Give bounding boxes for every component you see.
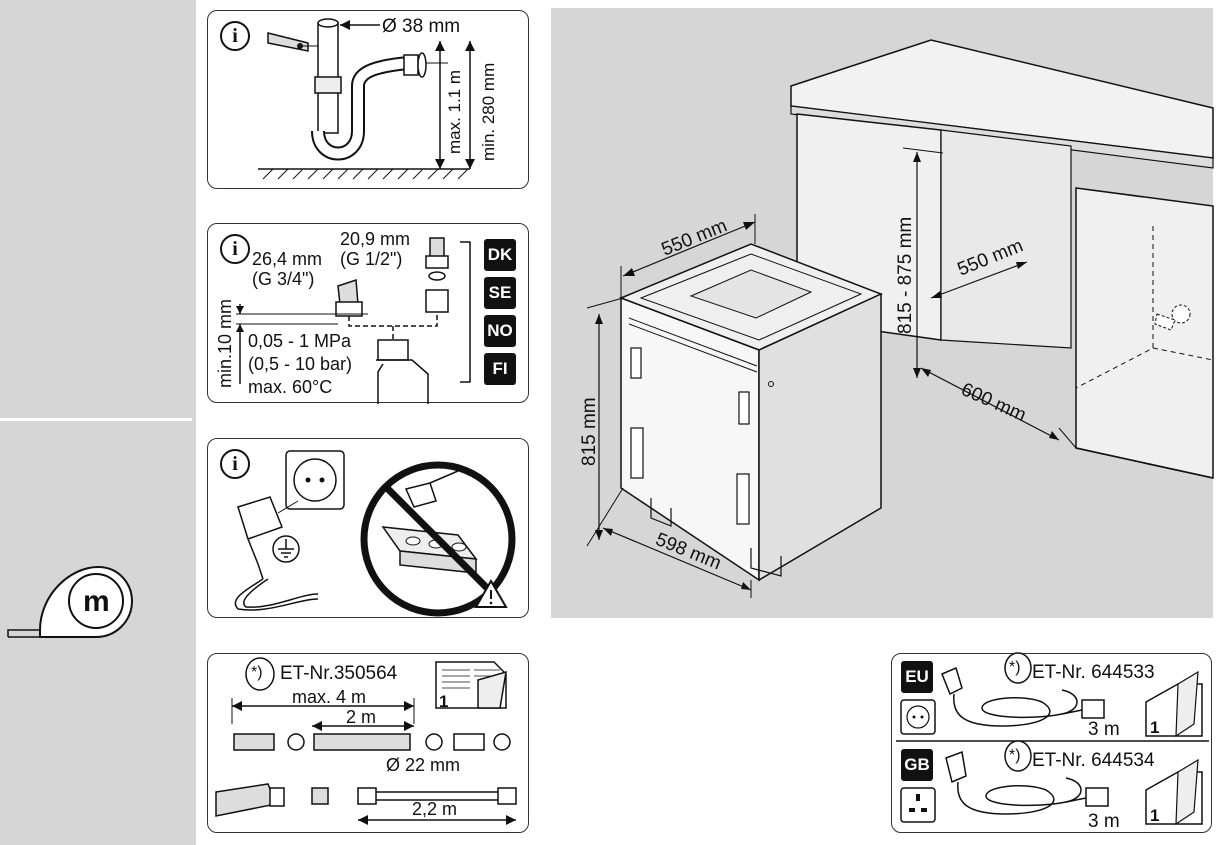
electrical-drawing bbox=[234, 450, 516, 617]
info-icon: i bbox=[220, 234, 250, 264]
power-cable-panel: EU GB *) ET-Nr. 644533 3 m 1 *) ET-Nr. 6… bbox=[891, 652, 1212, 833]
sidebar bbox=[0, 0, 196, 845]
water-connection-panel: i 20,9 mm (G 1/2") 26,4 mm (G 3/4") min.… bbox=[207, 223, 529, 404]
siphon-min-height-label: min. 280 mm bbox=[479, 62, 498, 161]
max-temp-label: max. 60°C bbox=[248, 377, 333, 397]
eu-star-label: *) bbox=[1009, 659, 1021, 676]
pressure-mpa-label: 0,05 - 1 MPa bbox=[248, 331, 352, 351]
siphon-diameter-label: Ø 38 mm bbox=[382, 16, 461, 37]
dim-niche-height: 815 - 875 mm bbox=[895, 216, 916, 334]
hose-star-label: *) bbox=[251, 664, 263, 681]
gb-part-number: ET-Nr. 644534 bbox=[1032, 750, 1155, 771]
electrical-panel: i bbox=[207, 438, 529, 618]
hose-part-number: ET-Nr.350564 bbox=[280, 663, 398, 684]
gb-star-label: *) bbox=[1009, 747, 1021, 764]
hose-max-length: max. 4 m bbox=[292, 687, 367, 707]
region-badge-gb: GB bbox=[901, 749, 933, 781]
eu-doc-page: 1 bbox=[1150, 718, 1160, 737]
hose-diameter: Ø 22 mm bbox=[386, 755, 461, 775]
thread-small-label: 20,9 mm bbox=[340, 229, 411, 249]
thread-large-g-label: (G 3/4") bbox=[252, 269, 315, 289]
tape-measure-icon bbox=[7, 565, 134, 638]
tape-measure-label: m bbox=[83, 585, 110, 618]
gb-doc-page: 1 bbox=[1150, 806, 1160, 825]
siphon-max-height-label: max. 1.1 m bbox=[445, 69, 464, 154]
pressure-bar-label: (0,5 - 10 bar) bbox=[248, 354, 353, 374]
hose-doc-page: 1 bbox=[439, 692, 449, 711]
hose-length-2m: 2 m bbox=[346, 707, 377, 727]
info-icon: i bbox=[220, 449, 250, 479]
region-badge-eu: EU bbox=[901, 661, 933, 693]
info-icon: i bbox=[220, 21, 250, 51]
power-cable-drawing bbox=[896, 652, 1209, 826]
gb-cable-length: 3 m bbox=[1088, 811, 1120, 832]
eu-cable-length: 3 m bbox=[1088, 719, 1120, 740]
thread-small-g-label: (G 1/2") bbox=[340, 249, 403, 269]
installation-drawing bbox=[586, 39, 1214, 598]
water-connection-drawing bbox=[236, 237, 471, 404]
thread-large-label: 26,4 mm bbox=[252, 249, 323, 269]
siphon-drawing bbox=[258, 18, 475, 180]
sidebar-divider bbox=[0, 418, 192, 421]
dim-height: 815 mm bbox=[579, 397, 600, 466]
min-height-label: min.10 mm bbox=[215, 298, 235, 388]
country-badge-dk: DK bbox=[484, 239, 516, 271]
hose-kit-panel: *) ET-Nr.350564 max. 4 m 2 m Ø 22 mm 2,2… bbox=[207, 653, 529, 833]
hose-length-22m: 2,2 m bbox=[412, 799, 458, 819]
siphon-panel: i Ø 38 mm max. 1.1 m mi bbox=[207, 10, 529, 189]
eu-part-number: ET-Nr. 644533 bbox=[1032, 662, 1155, 683]
hose-kit-drawing bbox=[215, 657, 517, 825]
country-badge-fi: FI bbox=[484, 353, 516, 385]
country-badge-no: NO bbox=[484, 315, 516, 347]
country-badge-se: SE bbox=[484, 277, 516, 309]
